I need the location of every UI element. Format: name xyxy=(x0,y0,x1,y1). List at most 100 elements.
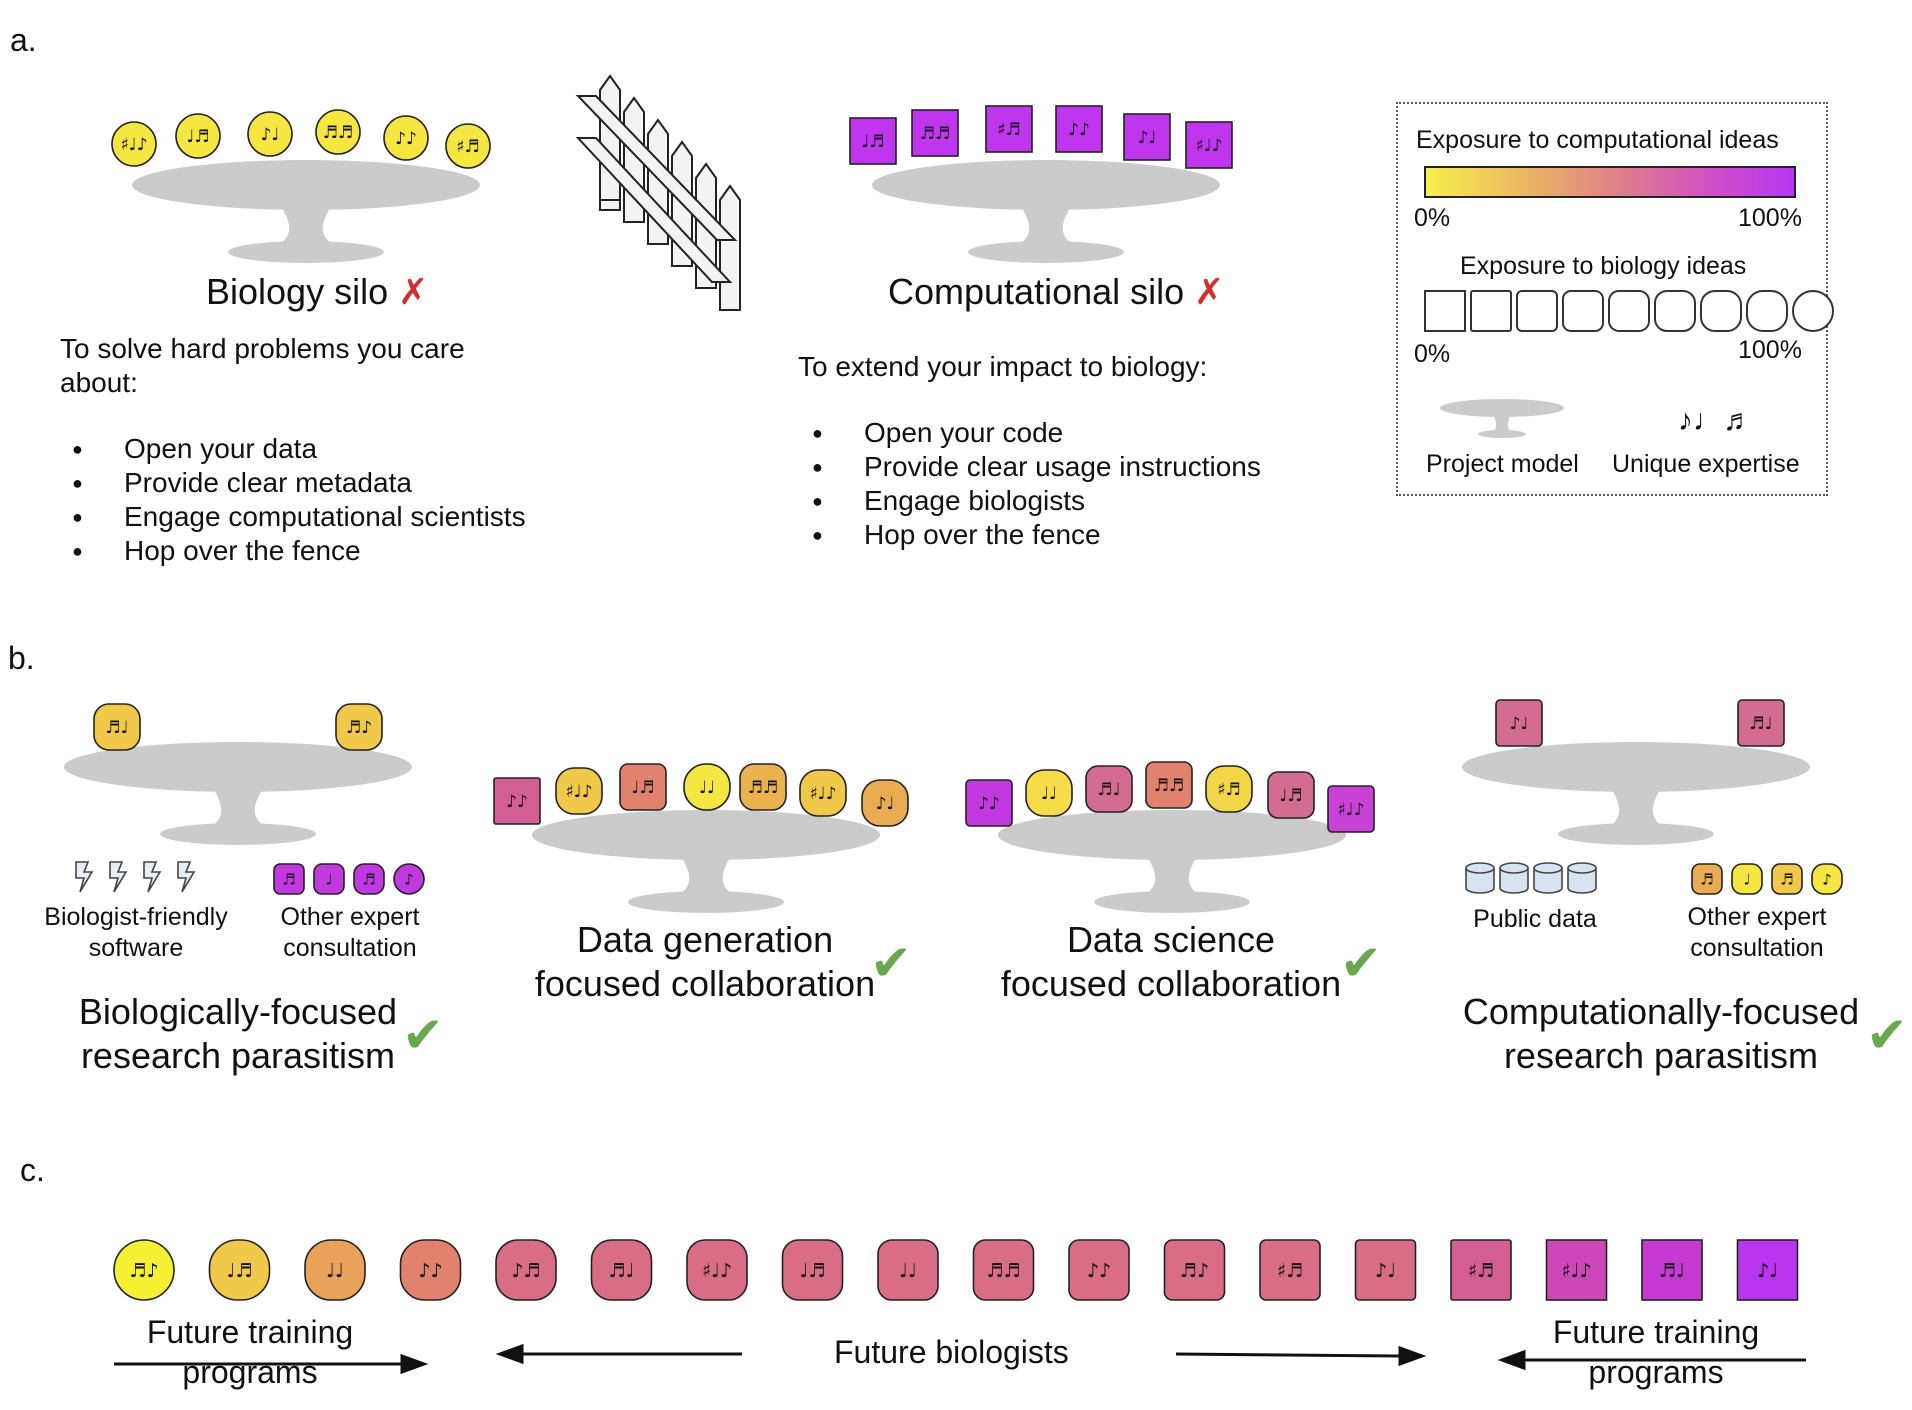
biology-exposure-shape-scale xyxy=(1424,290,1834,332)
list-item: Engage biologists xyxy=(804,484,1261,518)
expertise-token-shape xyxy=(1055,105,1103,153)
bio-parasitism-experts: ♬♩♬♪ xyxy=(93,703,383,751)
expertise-token-notes: ♯♩♪ xyxy=(1337,800,1364,820)
software-label-2: software xyxy=(88,934,184,962)
expertise-token-shape xyxy=(683,763,731,811)
expertise-token-shape xyxy=(304,1239,366,1301)
future-biologists-label: Future biologists xyxy=(834,1334,1069,1370)
expertise-token-shape xyxy=(972,1239,1035,1301)
comp-silo-title-text: Computational silo xyxy=(888,271,1185,312)
expertise-token-notes: ♩♩ xyxy=(699,778,715,798)
expertise-token-shape xyxy=(208,1239,271,1301)
public-data-label: Public data xyxy=(1473,905,1597,933)
expertise-token: ♯♩♪ xyxy=(686,1239,748,1301)
comp-consult-label-1: Other expert xyxy=(1687,903,1827,931)
expertise-token: ♯♩♪ xyxy=(1327,785,1375,833)
expertise-token-shape xyxy=(1185,121,1233,169)
expertise-token-notes: ♬ xyxy=(282,870,295,888)
expertise-token-shape xyxy=(590,1239,653,1301)
expertise-token-notes: ♪♪ xyxy=(395,129,417,149)
expertise-token-shape xyxy=(1068,1239,1130,1301)
expertise-token: ♩♩ xyxy=(877,1239,939,1301)
expertise-token-shape xyxy=(353,863,385,895)
expertise-token-shape xyxy=(1267,771,1315,819)
expertise-token-shape xyxy=(399,1239,462,1301)
expertise-token-notes: ♩♬ xyxy=(227,1260,253,1282)
expertise-token-shape xyxy=(849,117,897,165)
panel-a-label: a. xyxy=(10,22,37,58)
legend-bio-max: 100% xyxy=(1738,336,1802,364)
expertise-token-notes: ♬♩ xyxy=(1659,1260,1685,1282)
expertise-token-notes: ♯♩♪ xyxy=(120,135,147,155)
bio-parasitism-consultants: ♬♩♬♪ xyxy=(273,863,425,895)
legend-bio-title: Exposure to biology ideas xyxy=(1460,252,1747,280)
expertise-token: ♪♩ xyxy=(1123,113,1171,161)
comp-consult-label-2: consultation xyxy=(1690,934,1824,962)
expertise-token-notes: ♩♩ xyxy=(899,1260,917,1282)
expertise-token-shape xyxy=(495,1239,557,1301)
legend-unique-expertise-label: Unique expertise xyxy=(1612,450,1800,478)
expertise-token: ♬♬ xyxy=(972,1239,1035,1301)
bio-silo-title-text: Biology silo xyxy=(206,271,389,312)
arrows xyxy=(114,1343,1806,1375)
right-training-label-2: programs xyxy=(1588,1354,1724,1390)
legend-comp-title: Exposure to computational ideas xyxy=(1416,126,1779,154)
expertise-token: ♯♩♪ xyxy=(1185,121,1233,169)
expertise-token-shape xyxy=(619,763,667,811)
expertise-token: ♩♬ xyxy=(175,113,221,159)
bio-silo-title: Biology silo ✗ xyxy=(206,270,428,314)
comp-parasitism-check-icon: ✔ xyxy=(1866,1007,1908,1063)
panel-b-label: b. xyxy=(8,640,35,676)
expertise-token-shape xyxy=(911,109,959,157)
bio-parasitism-check-icon: ✔ xyxy=(402,1007,444,1063)
expertise-token-notes: ♩♬ xyxy=(800,1260,826,1282)
expertise-token-notes: ♩♬ xyxy=(1279,786,1302,806)
expertise-token-notes: ♪♩ xyxy=(1375,1260,1396,1282)
expertise-token: ♬ xyxy=(1771,863,1803,895)
expertise-token-notes: ♬♪ xyxy=(129,1260,158,1282)
expertise-token-notes: ♪♪ xyxy=(1087,1260,1111,1282)
data-science-title-2: focused collaboration xyxy=(1000,963,1342,1004)
data-science-experts: ♪♪♩♩♬♩♬♬♯♬♩♬♯♩♪ xyxy=(965,761,1375,833)
bio-parasitism-title-2: research parasitism xyxy=(80,1035,396,1076)
expertise-token-shape xyxy=(965,779,1013,827)
expertise-token-shape xyxy=(1259,1239,1321,1301)
expertise-token-notes: ♪♪ xyxy=(1068,120,1090,140)
expertise-token-shape xyxy=(861,779,909,827)
expertise-token-notes: ♬♩ xyxy=(609,1260,635,1282)
expertise-token: ♬♬ xyxy=(911,109,959,157)
expertise-token-shape xyxy=(1737,699,1785,747)
expertise-token-shape xyxy=(739,763,787,811)
expertise-token-notes: ♯♬ xyxy=(997,120,1020,140)
legend-project-model-label: Project model xyxy=(1426,450,1579,478)
expertise-token-notes: ♪♩ xyxy=(261,125,280,145)
expertise-token-shape xyxy=(383,115,429,161)
expertise-token-notes: ♬ xyxy=(1780,870,1793,888)
legend-notes-icon: ♪♩♬ xyxy=(1678,404,1753,437)
expertise-token: ♯♬ xyxy=(1259,1239,1321,1301)
shape-step xyxy=(1424,290,1466,332)
expertise-token: ♩♬ xyxy=(619,763,667,811)
expertise-token: ♯♩♪ xyxy=(111,121,157,167)
expertise-token-shape xyxy=(1811,863,1843,895)
panel-c-label: c. xyxy=(20,1152,45,1188)
expertise-token-notes: ♯♩♪ xyxy=(809,784,836,804)
expertise-token: ♪♩ xyxy=(247,111,293,157)
expertise-token: ♪♩ xyxy=(1495,699,1543,747)
shape-step xyxy=(1516,290,1558,332)
expertise-token: ♬♬ xyxy=(739,763,787,811)
expertise-token-shape xyxy=(1771,863,1803,895)
expertise-token: ♬♪ xyxy=(1163,1239,1226,1301)
expertise-token: ♬ xyxy=(353,863,385,895)
comp-parasitism-experts: ♪♩♬♩ xyxy=(1495,699,1785,747)
expertise-token: ♬♪ xyxy=(335,703,383,751)
comp-silo-x-icon: ✗ xyxy=(1194,271,1225,312)
expertise-token: ♪♪ xyxy=(493,777,541,825)
expertise-token-shape xyxy=(555,767,603,815)
expertise-token-shape xyxy=(335,703,383,751)
expertise-token: ♩♬ xyxy=(208,1239,271,1301)
expertise-token: ♯♬ xyxy=(1450,1239,1512,1301)
